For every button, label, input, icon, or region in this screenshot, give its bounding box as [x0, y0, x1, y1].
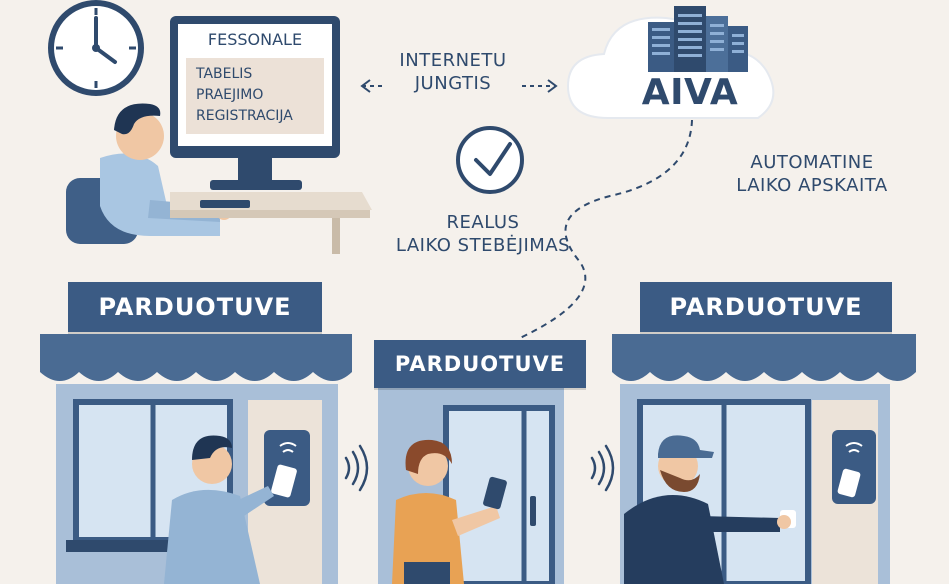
wall-clock-icon — [48, 0, 144, 96]
realtime-monitoring-label: REALUS LAIKO STEBĖJIMAS — [370, 212, 596, 257]
store-right — [612, 334, 916, 584]
store-left — [40, 334, 352, 584]
realtime-monitoring-line1: REALUS — [446, 212, 520, 233]
internet-connection-line1: INTERNETU — [399, 50, 507, 71]
monitor-line-timesheet: TABELIS — [196, 66, 253, 82]
internet-connection-line2: JUNGTIS — [414, 72, 492, 94]
cloud-server-icon — [566, 6, 775, 119]
automatic-time-tracking-line2: LAIKO APSKAITA — [736, 174, 888, 196]
nfc-signal-icon-left — [344, 444, 369, 492]
monitor-list: TABELIS PRAEJIMO REGISTRACIJA — [196, 64, 293, 127]
cloud-to-store-connector — [519, 119, 693, 339]
stopwatch-icon — [456, 126, 524, 194]
store-sign-right: PARDUOTUVE — [640, 282, 892, 332]
internet-connection-label: INTERNETU JUNGTIS — [384, 50, 522, 95]
office-worker — [66, 103, 372, 254]
store-middle — [378, 388, 564, 584]
monitor-line-registration: REGISTRACIJA — [196, 108, 293, 124]
nfc-signal-icon-right — [590, 444, 615, 492]
connection-arrows — [360, 79, 558, 93]
store-sign-left: PARDUOTUVE — [68, 282, 322, 332]
automatic-time-tracking-label: AUTOMATINE LAIKO APSKAITA — [722, 152, 902, 197]
automatic-time-tracking-line1: AUTOMATINE — [750, 152, 874, 173]
monitor-line-pass: PRAEJIMO — [196, 87, 264, 103]
monitor-heading: FESSONALE — [207, 30, 303, 49]
store-sign-middle: PARDUOTUVE — [374, 340, 586, 388]
realtime-monitoring-line2: LAIKO STEBĖJIMAS — [395, 234, 571, 256]
computer-monitor — [170, 16, 340, 190]
cloud-service-name: AIVA — [641, 72, 739, 113]
